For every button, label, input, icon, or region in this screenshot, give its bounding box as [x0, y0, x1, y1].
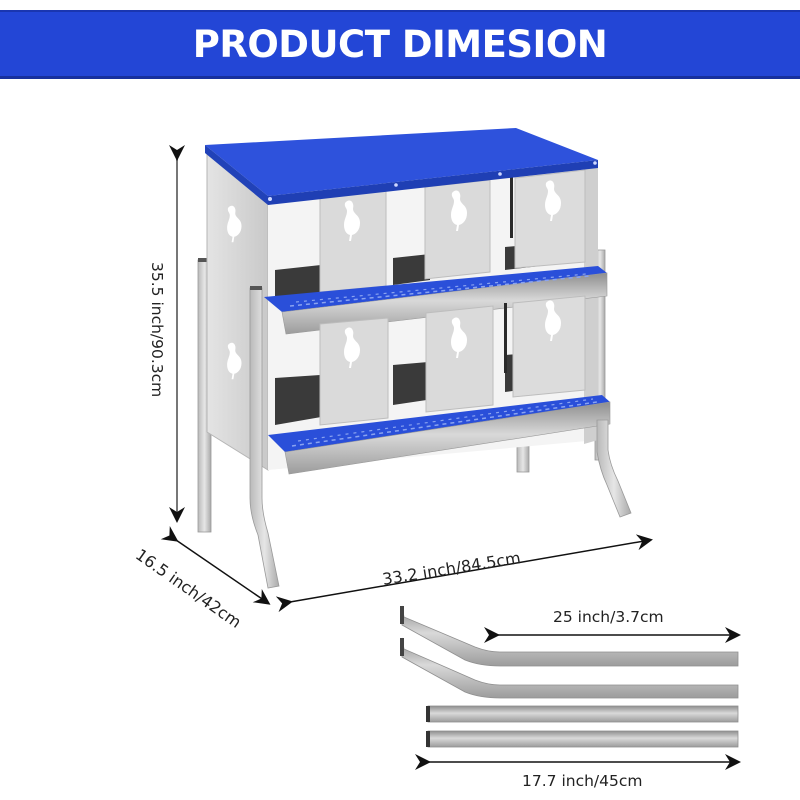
straight-leg-length-label: 17.7 inch/45cm [522, 772, 643, 790]
straight-leg-part-2 [426, 730, 739, 748]
height-label: 35.5 inch/90.3cm [148, 262, 166, 398]
banner-title: PRODUCT DIMESION [192, 22, 608, 66]
bent-leg-length-label: 25 inch/3.7cm [553, 608, 664, 626]
depth-dimension-arrow [160, 526, 271, 605]
straight-leg-part-1 [426, 705, 739, 723]
lower-row-compartments [275, 295, 586, 426]
front-right-leg [596, 419, 632, 518]
title-banner: PRODUCT DIMESION [0, 10, 800, 79]
width-dimension-arrow [275, 534, 653, 613]
bent-leg-part-1 [400, 605, 739, 667]
roof-lid [205, 128, 598, 205]
bent-leg-part-2 [400, 637, 739, 699]
lower-perch-tray [268, 395, 611, 475]
upper-row-compartments [275, 169, 586, 300]
upper-perch-tray [264, 266, 608, 335]
